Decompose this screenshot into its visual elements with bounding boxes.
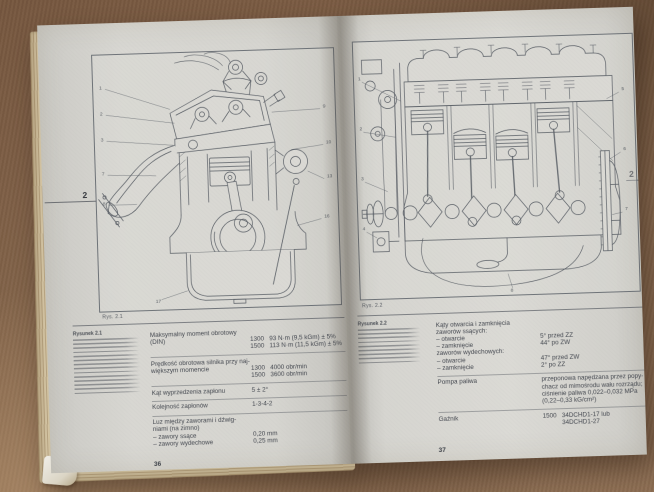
spec-label: Kolejność zapłonów — [152, 402, 208, 412]
chapter-tab: 2 — [82, 189, 88, 201]
callout-number: 1 — [99, 85, 102, 91]
book-spread: 2 — [37, 6, 647, 474]
callout-number: 3 — [361, 176, 364, 182]
figure-legend-title: Rysunek 2.2 — [357, 320, 387, 328]
figure-caption-label: Rys. 2.1 — [102, 313, 124, 321]
callout-number: 7 — [625, 206, 628, 212]
spec-value: 5° przed ZZ 44° po ZW 47° przed ZW 2° po… — [539, 318, 580, 369]
callout-number: 17 — [156, 299, 162, 305]
spec-value: 1300 4000 obr/min 1500 3600 obr/min — [250, 357, 308, 379]
figure-legend-text — [72, 337, 143, 396]
callout-number: 8 — [103, 201, 106, 207]
callout-number: 16 — [324, 213, 330, 219]
spec-label: Gaźnik — [438, 415, 459, 423]
spec-value: 1500 34DCHD1-17 lub 34DCHD1-27 — [542, 410, 610, 427]
spec-row: Kąty otwarcia i zamknięcia zaworów ssący… — [436, 313, 645, 376]
spec-value: 0,20 mm 0,25 mm — [252, 416, 278, 445]
callout-number: 9 — [323, 103, 326, 109]
figure-callouts: 1 2 3 4 5 6 7 8 — [358, 76, 628, 294]
figure-callouts: 1 2 3 7 8 9 10 13 16 17 — [99, 85, 333, 305]
spec-value: przeponowa napędzana przez popy- chacz o… — [541, 373, 644, 405]
figure-legend: Rysunek 2.1 — [73, 329, 147, 454]
right-page-text-block: Rysunek 2.2 Kąty otwarcia i zamknięcia z… — [358, 313, 647, 437]
page-number: 37 — [438, 446, 447, 455]
spec-label: Prędkość obrotowa silnika przy naj- więk… — [150, 357, 250, 375]
spec-label: Luz między zaworami i dźwig- niami (na z… — [152, 416, 237, 448]
callout-number: 7 — [102, 171, 105, 177]
open-book: 2 — [29, 6, 647, 487]
spec-label: Kąt wyprzedzenia zapłonu — [151, 387, 226, 397]
engine-cross-section-drawing: 1 2 3 7 8 9 10 13 16 17 — [98, 52, 333, 305]
figure-caption-label: Rys. 2.2 — [362, 302, 383, 310]
spec-value: 1300 93 N·m (9,5 kGm) ± 5% 1500 113 N·m … — [249, 328, 343, 350]
figure-legend-title: Rysunek 2.1 — [72, 330, 103, 338]
chapter-tab-rule — [44, 200, 97, 204]
figure-frame-right: 1 2 3 4 5 6 7 8 — [351, 32, 641, 301]
callout-number: 13 — [327, 173, 333, 179]
left-page: 2 — [37, 16, 352, 474]
spec-label: Maksymalny moment obrotowy (DIN) — [149, 328, 237, 346]
callout-number: 8 — [511, 288, 514, 294]
engine-longitudinal-section-drawing: 1 2 3 4 5 6 7 8 — [358, 43, 628, 294]
callout-number: 3 — [101, 137, 104, 143]
callout-number: 1 — [358, 76, 361, 82]
spec-table: Kąty otwarcia i zamknięcia zaworów ssący… — [436, 313, 647, 435]
spec-row: Luz między zaworami i dźwig- niami (na z… — [152, 409, 349, 452]
callout-number: 6 — [623, 146, 626, 152]
callout-number: 10 — [326, 139, 332, 145]
callout-number: 2 — [359, 126, 362, 132]
right-page: 2 — [336, 6, 647, 464]
figure-frame-left: 1 2 3 7 8 9 10 13 16 17 — [91, 47, 343, 313]
left-page-text-block: Rysunek 2.1 Maksymalny moment obrotowy (… — [73, 323, 349, 454]
callout-number: 4 — [363, 226, 366, 232]
spec-label: Kąty otwarcia i zamknięcia zaworów ssący… — [435, 319, 510, 372]
spec-label: Pompa paliwa — [437, 378, 478, 387]
figure-legend: Rysunek 2.2 — [358, 319, 428, 436]
spec-value: 5 ± 2° — [251, 386, 269, 394]
figure-legend-text — [357, 327, 423, 364]
callout-number: 5 — [621, 86, 624, 92]
spec-table: Maksymalny moment obrotowy (DIN) 1300 93… — [150, 323, 349, 452]
spec-value: 1-3-4-2 — [252, 400, 273, 409]
page-number: 36 — [153, 460, 162, 469]
callout-number: 2 — [100, 111, 103, 117]
